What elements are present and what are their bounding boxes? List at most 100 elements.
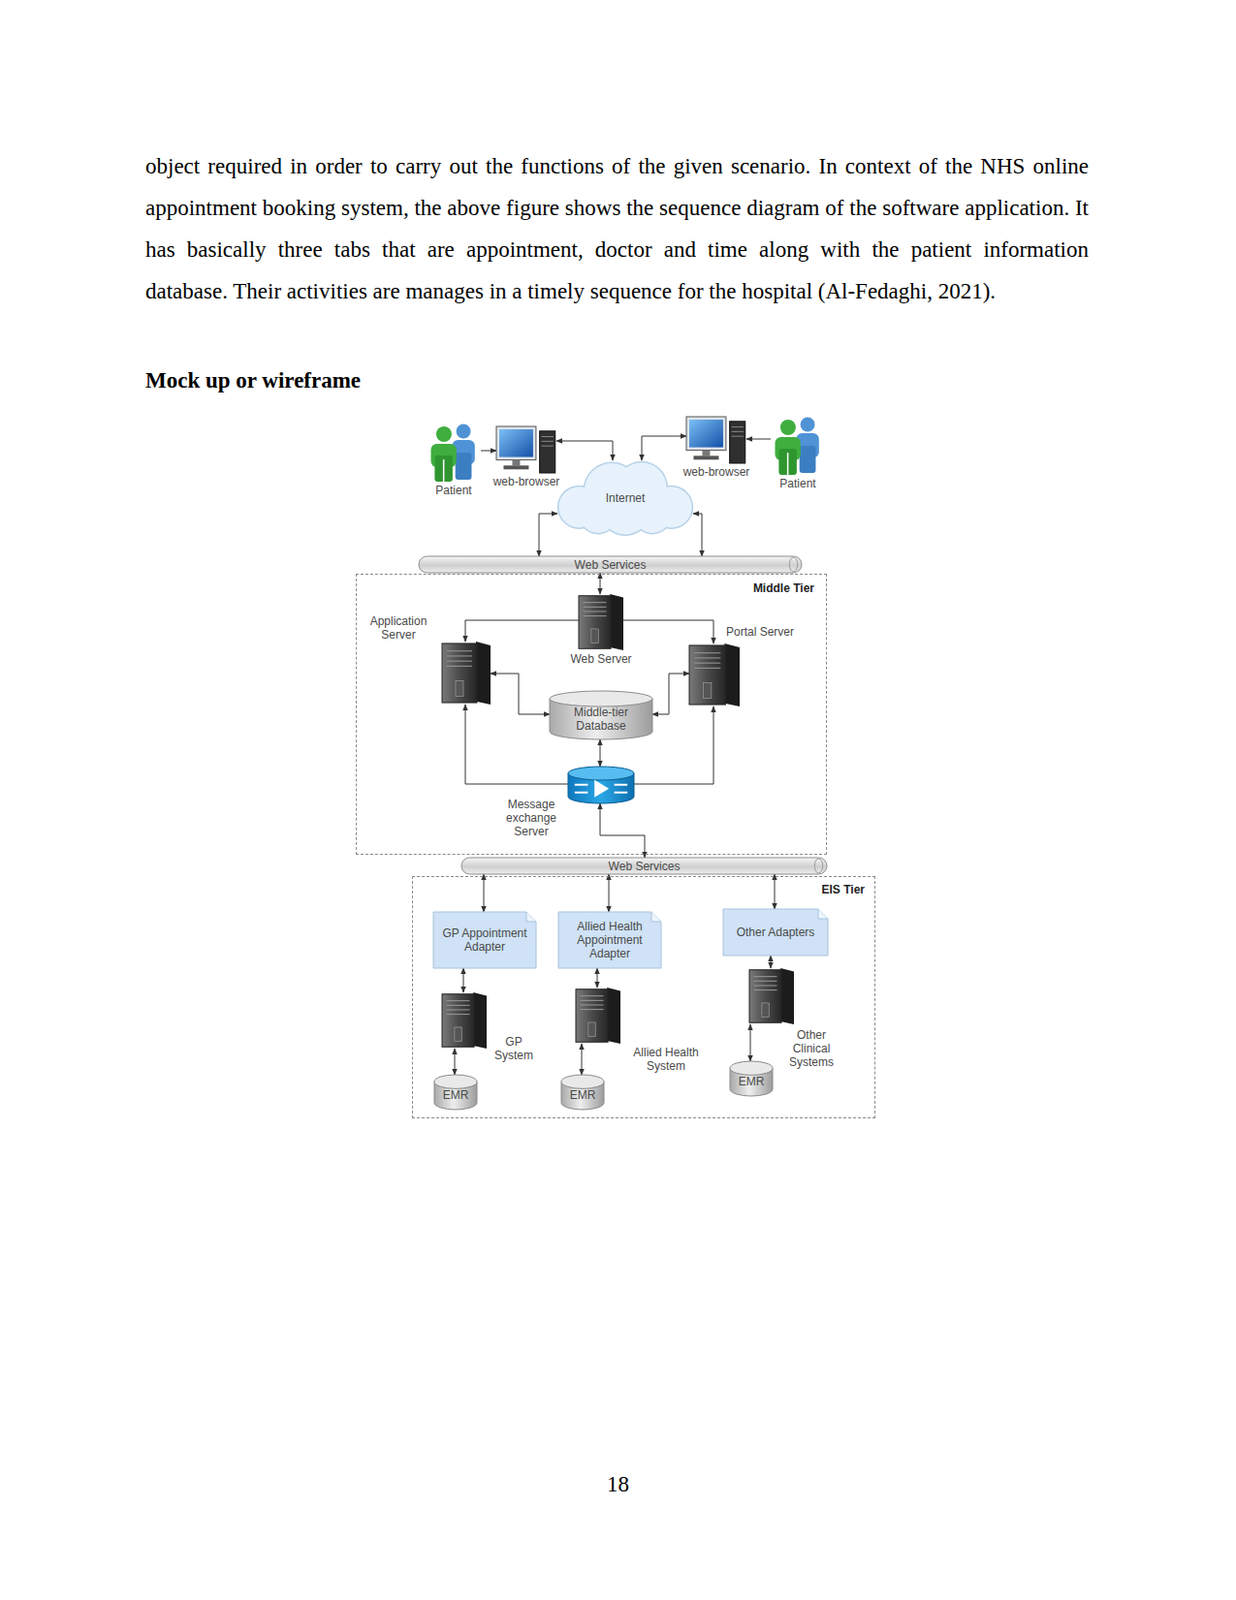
shape-part xyxy=(442,643,477,703)
connector-arrow xyxy=(750,1024,752,1062)
internet-cloud: Internet xyxy=(557,460,694,537)
shape-part xyxy=(651,912,662,922)
connector-arrow xyxy=(652,673,690,715)
server-icon-shape xyxy=(575,987,621,1045)
shape-part xyxy=(749,970,782,1024)
node-label: GP System xyxy=(491,1035,537,1063)
shape-part xyxy=(436,426,452,443)
server-icon: Allied Health System xyxy=(575,987,621,1045)
shape-part xyxy=(694,657,721,659)
shape-part xyxy=(446,1000,471,1002)
connector-arrow xyxy=(693,513,702,557)
shape-part xyxy=(583,615,607,617)
tier-region: Middle TierWeb ServerApplication ServerP… xyxy=(355,573,827,856)
shape-part xyxy=(580,1004,604,1006)
shape-part xyxy=(496,426,537,461)
shape-part xyxy=(731,431,744,433)
node-label: GP Appointment Adapter xyxy=(433,912,537,969)
shape-part xyxy=(455,452,473,480)
database-cylinder: EMR xyxy=(729,1061,773,1097)
connector-arrow xyxy=(774,874,776,910)
node-label: Patient xyxy=(407,483,501,498)
shape-part xyxy=(499,429,534,458)
connector-arrow xyxy=(538,513,558,557)
tier-region: EIS TierGP Appointment AdapterAllied Hea… xyxy=(412,876,876,1119)
server-icon: Portal Server xyxy=(689,643,740,707)
server-icon-shape xyxy=(578,594,624,651)
shape-part xyxy=(446,1009,471,1011)
adapter-box: Allied Health Appointment Adapter xyxy=(558,912,662,969)
shape-part xyxy=(580,1009,604,1011)
shape-part xyxy=(446,1014,471,1015)
shape-part xyxy=(503,465,529,470)
shape-part xyxy=(693,455,719,460)
shape-part xyxy=(787,452,790,476)
node-label: Middle-tier Database xyxy=(549,691,653,740)
tier-heading: EIS Tier xyxy=(728,883,865,897)
shape-part xyxy=(761,1003,769,1018)
shape-part xyxy=(780,968,794,1025)
shape-part xyxy=(541,436,554,438)
shape-part xyxy=(473,992,487,1049)
connector-arrow xyxy=(600,572,602,595)
shape-part xyxy=(789,557,798,572)
shape-part xyxy=(754,989,778,991)
database-cylinder: EMR xyxy=(434,1075,477,1110)
shape-part xyxy=(541,445,554,447)
shape-part xyxy=(609,594,624,651)
patient-icon: Patient xyxy=(426,423,481,482)
adapter-box: GP Appointment Adapter xyxy=(433,912,537,969)
shape-part xyxy=(703,682,712,698)
shape-part xyxy=(778,448,796,476)
shape-part xyxy=(446,650,473,652)
shape-part xyxy=(446,655,473,657)
node-label: EMR xyxy=(434,1075,477,1110)
connector-arrow xyxy=(581,1044,583,1076)
shape-part xyxy=(588,1022,596,1038)
shape-part xyxy=(689,645,726,705)
shape-part xyxy=(799,445,817,474)
page-number: 18 xyxy=(0,1471,1236,1499)
shape-part xyxy=(583,610,607,612)
connector-arrow xyxy=(556,441,613,461)
server-icon-shape xyxy=(749,968,794,1025)
node-label: web-browser xyxy=(476,475,576,489)
router-icon-shape xyxy=(568,766,634,804)
node-label: Web Server xyxy=(559,652,643,666)
shape-part xyxy=(434,455,452,482)
body-paragraph: object required in order to carry out th… xyxy=(145,145,1089,313)
node-label: Web Services xyxy=(418,556,802,573)
computer-icon-shape xyxy=(496,426,557,474)
node-label: EMR xyxy=(729,1061,773,1097)
connector-arrow xyxy=(600,739,602,767)
shape-part xyxy=(549,691,653,707)
shape-part xyxy=(455,680,464,697)
node-label: Portal Server xyxy=(726,625,824,639)
shape-part xyxy=(594,780,609,798)
server-icon: GP System xyxy=(442,992,487,1049)
shape-part xyxy=(578,596,611,650)
server-icon-shape xyxy=(689,643,740,707)
shape-part xyxy=(729,421,746,464)
shape-part xyxy=(686,416,727,451)
node-label: Other Adapters xyxy=(723,909,828,956)
shape-part xyxy=(689,419,724,448)
service-bus: Web Services xyxy=(418,556,802,573)
shape-part xyxy=(724,643,740,707)
shape-part xyxy=(558,912,662,969)
shape-part xyxy=(454,1027,462,1043)
shape-part xyxy=(591,629,599,644)
database-cylinder: Middle-tier Database xyxy=(549,691,653,740)
service-bus: Web Services xyxy=(461,857,827,875)
shape-part xyxy=(754,984,778,986)
shape-part xyxy=(446,661,473,663)
shape-part xyxy=(701,450,710,457)
patient-icon-shape xyxy=(770,416,825,476)
shape-part xyxy=(574,785,628,793)
shape-part xyxy=(575,989,608,1044)
shape-part xyxy=(442,994,475,1048)
connector-arrow xyxy=(465,620,579,642)
shape-part xyxy=(561,1075,604,1089)
connector-arrow xyxy=(641,436,687,461)
